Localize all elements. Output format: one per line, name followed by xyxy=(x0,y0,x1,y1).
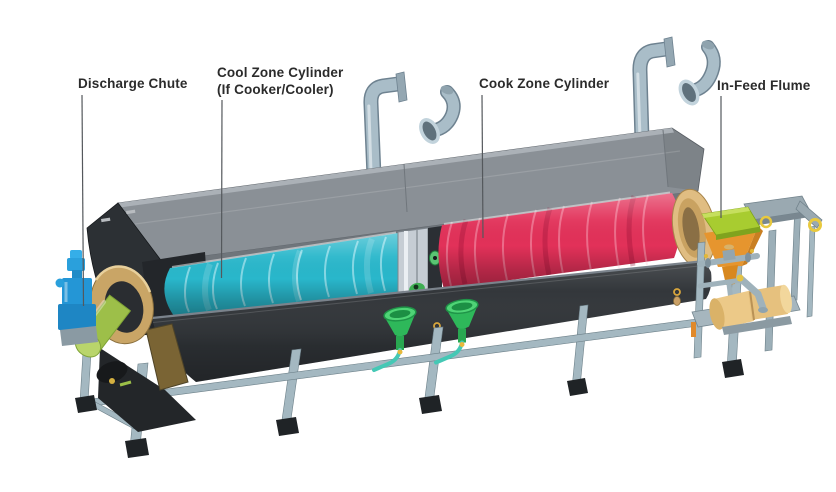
frame-foot xyxy=(419,395,442,414)
funnel-mouth xyxy=(389,309,411,319)
leader-lines xyxy=(81,94,722,307)
pipe-flange xyxy=(705,258,711,268)
hose-coupling-ring xyxy=(759,215,773,229)
motor-neck xyxy=(72,270,82,279)
pump-motor-cap xyxy=(780,284,792,314)
hood-seam-2 xyxy=(662,129,669,188)
funnel-coupler xyxy=(459,342,465,347)
vent-pipe xyxy=(364,78,404,182)
pump-joint-ring xyxy=(749,291,755,321)
flume-front-edge xyxy=(716,227,760,240)
leader-cook-zone xyxy=(481,94,484,239)
pipe-flange xyxy=(745,252,751,263)
infeed-assembly xyxy=(691,195,823,359)
valve-body xyxy=(722,249,736,261)
vent-pipe-highlight xyxy=(636,72,642,140)
vent-elbow-mouth xyxy=(419,118,440,144)
cook-zone-gloss xyxy=(438,193,681,289)
drain-fitting xyxy=(673,288,681,306)
band-bearing-center xyxy=(433,256,437,260)
vent-pipe-highlight xyxy=(367,104,373,174)
vent-pipe xyxy=(633,43,672,146)
vent-elbow xyxy=(690,41,720,96)
zone-divider-band xyxy=(397,227,429,294)
pump-end-cap xyxy=(709,298,725,330)
drain-funnels xyxy=(372,298,479,372)
hood-top-edge-highlight xyxy=(118,128,674,208)
end-cap-vent-slot-1 xyxy=(100,217,111,223)
hood-right-facet xyxy=(663,128,704,191)
motor-mount-bracket xyxy=(60,326,98,346)
trunnion-bracket xyxy=(145,323,189,391)
infeed-table-arm xyxy=(795,200,823,229)
motor-body xyxy=(62,278,92,305)
funnel-stem xyxy=(396,336,404,350)
label-in-feed-flume: In-Feed Flume xyxy=(717,78,811,93)
cook-zone-top-highlight xyxy=(443,191,671,225)
motor-side-nub xyxy=(55,278,65,288)
pipe-coupler xyxy=(704,254,708,258)
trunnion-bolt xyxy=(109,378,115,384)
frame-feet xyxy=(75,359,744,458)
pipe-coupler xyxy=(750,249,754,253)
infeed-piping xyxy=(697,244,760,289)
label-cool-zone-line2: (If Cooker/Cooler) xyxy=(217,82,334,97)
drain-funnel-2 xyxy=(434,298,479,365)
motor-base-block xyxy=(58,304,96,330)
frame-foot xyxy=(567,378,588,396)
funnel-coupler xyxy=(397,349,403,355)
rotary-drum xyxy=(164,188,717,316)
labels: Discharge Chute Cool Zone Cylinder (If C… xyxy=(78,65,811,97)
riding-ring-bore xyxy=(682,207,700,251)
trough-rim xyxy=(151,259,706,320)
label-discharge-chute: Discharge Chute xyxy=(78,76,188,91)
frame-foot xyxy=(722,359,744,378)
vent-elbow xyxy=(430,86,460,136)
frame-foot xyxy=(125,438,149,458)
leader-discharge-chute xyxy=(81,94,85,307)
discharge-drive-motor xyxy=(55,250,98,346)
infeed-table-edge xyxy=(752,211,810,226)
label-cool-zone-line1: Cool Zone Cylinder xyxy=(217,65,344,80)
pump-base xyxy=(722,316,792,335)
drain-funnel-1 xyxy=(372,306,417,372)
vent-elbow-mouth xyxy=(678,79,700,106)
hood-crease xyxy=(134,150,681,225)
valve-handle xyxy=(724,244,734,250)
frame-foot xyxy=(75,395,97,413)
band-clamp-bolt xyxy=(413,284,419,290)
funnel-mouth xyxy=(451,302,473,311)
flume-top-highlight xyxy=(702,207,750,218)
pump-pipe-coupler xyxy=(736,274,744,282)
leader-cool-zone xyxy=(220,99,223,279)
discharge-ring-highlight xyxy=(94,265,152,293)
cool-zone-gloss xyxy=(164,233,398,316)
discharge-assembly xyxy=(55,250,196,432)
end-cap-vent-slot-2 xyxy=(126,209,136,215)
motor-knob xyxy=(67,258,85,271)
vent-stack-mid xyxy=(363,71,461,184)
funnel-stem xyxy=(458,328,466,343)
hood-seam-1 xyxy=(403,163,408,213)
trough-rim-highlight xyxy=(152,265,705,323)
trunnion-wheel xyxy=(96,361,128,383)
label-cook-zone: Cook Zone Cylinder xyxy=(479,76,610,91)
vent-stack-right xyxy=(632,36,721,148)
lower-pipe xyxy=(697,277,745,289)
vent-elbow-top-opening xyxy=(440,85,454,95)
cool-zone-top-highlight xyxy=(171,231,397,268)
frame-foot xyxy=(276,417,299,436)
frame-leg-far-right xyxy=(806,225,816,318)
pump-elbow-pipe xyxy=(736,274,767,312)
vent-flange xyxy=(663,36,676,68)
vent-elbow-top-opening xyxy=(701,40,715,50)
trunnion-green-fitting xyxy=(119,380,132,387)
feed-pump xyxy=(709,274,792,335)
vent-flange xyxy=(395,71,408,103)
motor-knob-top xyxy=(70,250,82,259)
pump-pipe-flange xyxy=(758,307,768,313)
hose-coupling-ring xyxy=(808,218,822,232)
post-orange-fitting xyxy=(691,322,696,337)
